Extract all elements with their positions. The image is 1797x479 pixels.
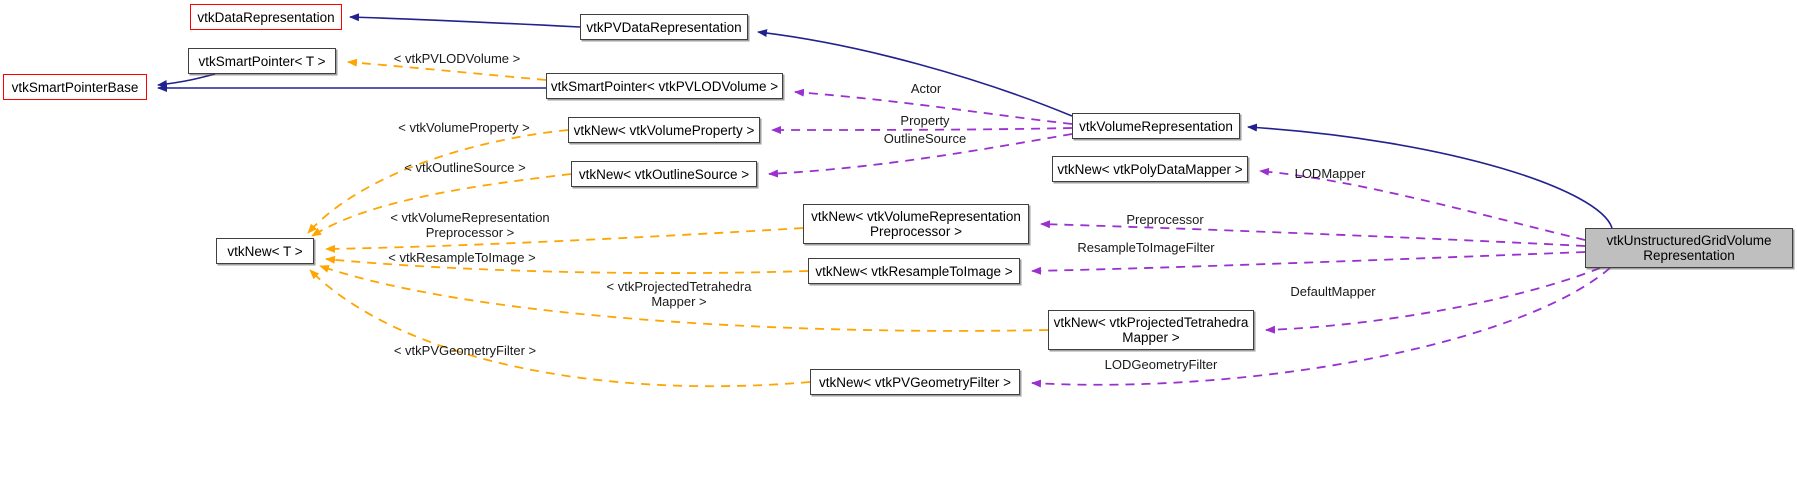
edge-usage [1040, 220, 1586, 247]
edge-template [309, 269, 811, 388]
class-node-label: vtkSmartPointer< T > [198, 53, 326, 69]
class-node-label: vtkSmartPointer< vtkPVLODVolume > [550, 78, 779, 94]
class-node-vtkNewResampleToImage[interactable]: vtkNew< vtkResampleToImage > [808, 258, 1020, 284]
class-node-vtkNewPVGeometryFilter[interactable]: vtkNew< vtkPVGeometryFilter > [810, 369, 1020, 395]
class-node-vtkNewVolumeProperty[interactable]: vtkNew< vtkVolumeProperty > [568, 117, 760, 143]
class-node-label: vtkPVDataRepresentation [586, 19, 742, 35]
edge-usage [1031, 251, 1586, 275]
edge-template [325, 227, 804, 253]
edge-usage [1031, 267, 1611, 388]
edge-inheritance [1247, 123, 1613, 229]
edge-usage [794, 88, 1073, 125]
edge-template [307, 129, 569, 234]
class-node-vtkNewProjectedTetrahedraMapper[interactable]: vtkNew< vtkProjectedTetrahedra Mapper > [1048, 310, 1254, 350]
edge-inheritance [757, 29, 1073, 117]
class-node-vtkPVDataRepresentation[interactable]: vtkPVDataRepresentation [580, 14, 748, 40]
class-node-vtkSmartPointerT[interactable]: vtkSmartPointer< T > [188, 48, 336, 74]
class-node-label: vtkNew< vtkProjectedTetrahedra Mapper > [1053, 315, 1249, 345]
class-node-vtkNewOutlineSource[interactable]: vtkNew< vtkOutlineSource > [571, 161, 757, 187]
edge-template [311, 173, 572, 237]
class-node-label: vtkUnstructuredGridVolume Representation [1606, 233, 1772, 263]
edge-usage [768, 133, 1073, 178]
edge-template [347, 58, 547, 81]
class-node-label: vtkNew< T > [227, 243, 303, 259]
class-node-label: vtkSmartPointerBase [11, 79, 139, 95]
class-node-label: vtkNew< vtkVolumeProperty > [573, 122, 755, 138]
class-node-label: vtkVolumeRepresentation [1079, 118, 1233, 134]
edge-usage [1265, 267, 1601, 334]
edge-usage [771, 125, 1073, 134]
class-node-vtkDataRepresentation[interactable]: vtkDataRepresentation [190, 4, 342, 30]
edge-inheritance [349, 13, 581, 28]
class-node-label: vtkDataRepresentation [197, 9, 335, 25]
class-node-label: vtkNew< vtkOutlineSource > [578, 166, 750, 182]
edge-inheritance [157, 73, 216, 88]
edge-template [325, 255, 809, 274]
class-node-vtkNewVolumeRepresentationPreproc[interactable]: vtkNew< vtkVolumeRepresentation Preproce… [803, 204, 1029, 244]
edge-usage [1259, 167, 1586, 241]
class-node-vtkSmartPointerBase[interactable]: vtkSmartPointerBase [3, 74, 147, 100]
class-node-label: vtkNew< vtkPVGeometryFilter > [818, 374, 1012, 390]
class-node-vtkNewT[interactable]: vtkNew< T > [216, 238, 314, 264]
class-node-label: vtkNew< vtkVolumeRepresentation Preproce… [811, 209, 1021, 239]
class-node-label: vtkNew< vtkResampleToImage > [815, 263, 1013, 279]
class-node-label: vtkNew< vtkPolyDataMapper > [1057, 161, 1243, 177]
class-node-vtkVolumeRepresentation[interactable]: vtkVolumeRepresentation [1072, 113, 1240, 139]
class-node-vtkUnstructuredGridVolumeRepresentation[interactable]: vtkUnstructuredGridVolume Representation [1585, 228, 1793, 268]
class-node-vtkSmartPointerPVLODVolume[interactable]: vtkSmartPointer< vtkPVLODVolume > [546, 73, 783, 99]
class-node-vtkNewPolyDataMapper[interactable]: vtkNew< vtkPolyDataMapper > [1052, 156, 1248, 182]
